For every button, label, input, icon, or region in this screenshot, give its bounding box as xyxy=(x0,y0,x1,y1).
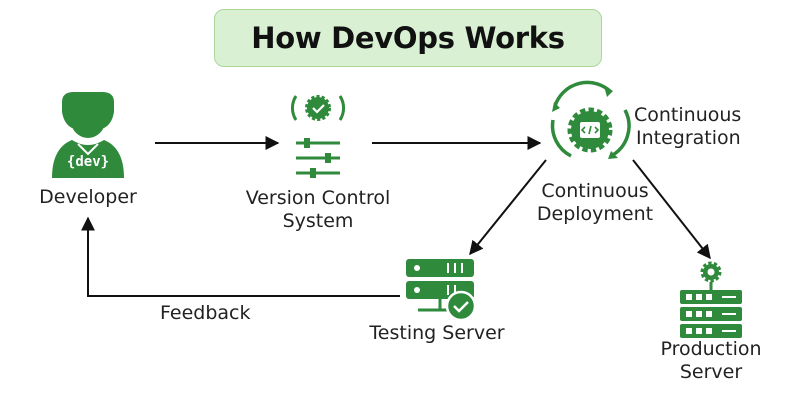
testing-server-icon xyxy=(406,259,477,322)
testing-server-label-text: Testing Server xyxy=(369,322,505,344)
ci-label-line-2: Integration xyxy=(636,127,741,149)
production-label-line-1: Production xyxy=(660,338,762,360)
vcs-label-line-2: System xyxy=(282,210,354,232)
developer-label: Developer xyxy=(28,186,148,209)
cd-label: Continuous Deployment xyxy=(520,180,670,226)
version-control-icon xyxy=(291,95,345,178)
developer-label-text: Developer xyxy=(39,186,137,208)
developer-icon xyxy=(52,92,124,178)
ci-label: Continuous Integration xyxy=(634,104,784,150)
cd-label-line-2: Deployment xyxy=(536,203,654,225)
arrow-feedback xyxy=(81,216,400,297)
arrow-ci-to-testing xyxy=(469,159,547,256)
cd-label-line-1: Continuous xyxy=(541,180,649,202)
feedback-label: Feedback xyxy=(160,302,250,325)
diagram-title: How DevOps Works xyxy=(251,21,565,55)
developer-badge: {dev} xyxy=(67,154,109,170)
vcs-label: Version Control System xyxy=(228,187,408,233)
feedback-label-text: Feedback xyxy=(160,302,251,324)
production-label-line-2: Server xyxy=(679,361,743,383)
production-server-label: Production Server xyxy=(646,338,776,384)
production-server-icon xyxy=(680,261,742,338)
testing-server-label: Testing Server xyxy=(352,322,522,345)
ci-gear-icon xyxy=(550,80,631,159)
arrow-ci-to-production xyxy=(632,159,711,260)
ci-label-line-1: Continuous xyxy=(634,104,742,126)
title-box: How DevOps Works xyxy=(214,9,602,67)
vcs-label-line-1: Version Control xyxy=(245,187,391,209)
